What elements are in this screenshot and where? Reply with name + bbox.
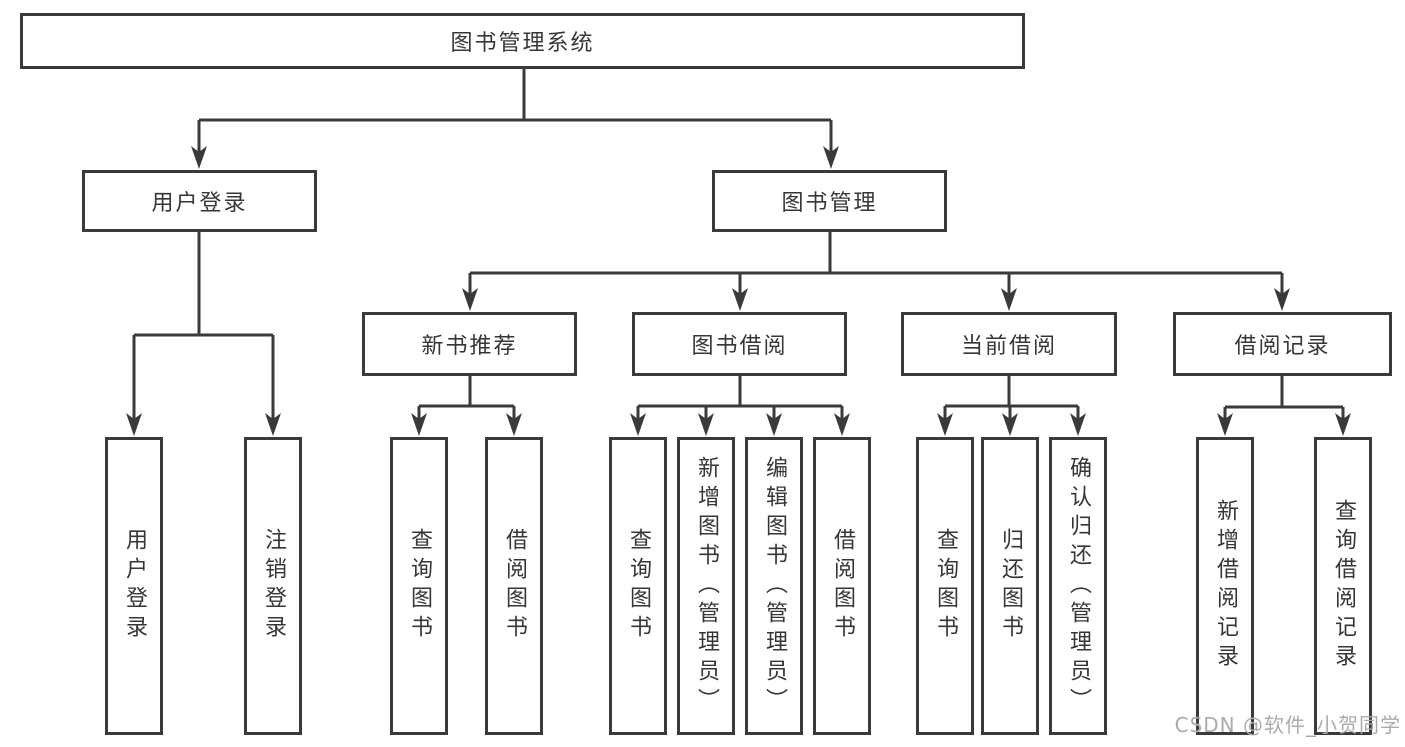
node-book-borrow: 图书借阅 xyxy=(632,312,847,376)
arrowheads xyxy=(126,146,1351,436)
leaf-logout: 注销登录 xyxy=(244,437,302,735)
node-borrow-records-label: 借阅记录 xyxy=(1234,334,1331,359)
node-new-book-recommend-label: 新书推荐 xyxy=(421,334,518,359)
node-book-management-label: 图书管理 xyxy=(781,191,878,216)
leaf-borrow-edit-admin: 编辑图书（管理员） xyxy=(745,437,803,735)
leaf-newbooks-borrow-label: 借阅图书 xyxy=(502,528,527,644)
leaf-newbooks-borrow: 借阅图书 xyxy=(485,437,543,735)
node-user-login: 用户登录 xyxy=(82,170,317,232)
node-root-label: 图书管理系统 xyxy=(450,31,595,56)
watermark: CSDN @软件_小贺同学 xyxy=(1174,713,1401,737)
node-book-management: 图书管理 xyxy=(712,170,947,232)
leaf-newbooks-query: 查询图书 xyxy=(390,437,448,735)
leaf-logout-label: 注销登录 xyxy=(261,528,286,644)
leaf-records-query-label: 查询借阅记录 xyxy=(1331,499,1356,673)
node-current-borrow-label: 当前借阅 xyxy=(960,334,1057,359)
connector-shafts xyxy=(132,68,1345,420)
leaf-records-add-label: 新增借阅记录 xyxy=(1213,499,1238,673)
leaf-records-add: 新增借阅记录 xyxy=(1196,437,1254,735)
leaf-current-confirm-admin-label: 确认归还（管理员） xyxy=(1066,455,1091,717)
node-root: 图书管理系统 xyxy=(20,13,1025,69)
leaf-current-return: 归还图书 xyxy=(981,437,1039,735)
leaf-borrow-edit-admin-label: 编辑图书（管理员） xyxy=(762,455,787,717)
node-borrow-records: 借阅记录 xyxy=(1173,312,1392,376)
leaf-borrow-borrow-label: 借阅图书 xyxy=(830,528,855,644)
leaf-borrow-borrow: 借阅图书 xyxy=(813,437,871,735)
leaf-borrow-query: 查询图书 xyxy=(609,437,667,735)
node-book-borrow-label: 图书借阅 xyxy=(691,334,788,359)
leaf-current-query: 查询图书 xyxy=(916,437,974,735)
node-user-login-label: 用户登录 xyxy=(151,191,248,216)
leaf-user-login: 用户登录 xyxy=(105,437,163,735)
leaf-user-login-label: 用户登录 xyxy=(122,528,147,644)
leaf-newbooks-query-label: 查询图书 xyxy=(407,528,432,644)
leaf-borrow-add-admin-label: 新增图书（管理员） xyxy=(694,455,719,717)
leaf-records-query: 查询借阅记录 xyxy=(1314,437,1372,735)
node-current-borrow: 当前借阅 xyxy=(901,312,1117,376)
leaf-current-query-label: 查询图书 xyxy=(933,528,958,644)
leaf-borrow-query-label: 查询图书 xyxy=(626,528,651,644)
leaf-current-confirm-admin: 确认归还（管理员） xyxy=(1049,437,1107,735)
leaf-borrow-add-admin: 新增图书（管理员） xyxy=(677,437,735,735)
node-new-book-recommend: 新书推荐 xyxy=(362,312,577,376)
leaf-current-return-label: 归还图书 xyxy=(998,528,1023,644)
